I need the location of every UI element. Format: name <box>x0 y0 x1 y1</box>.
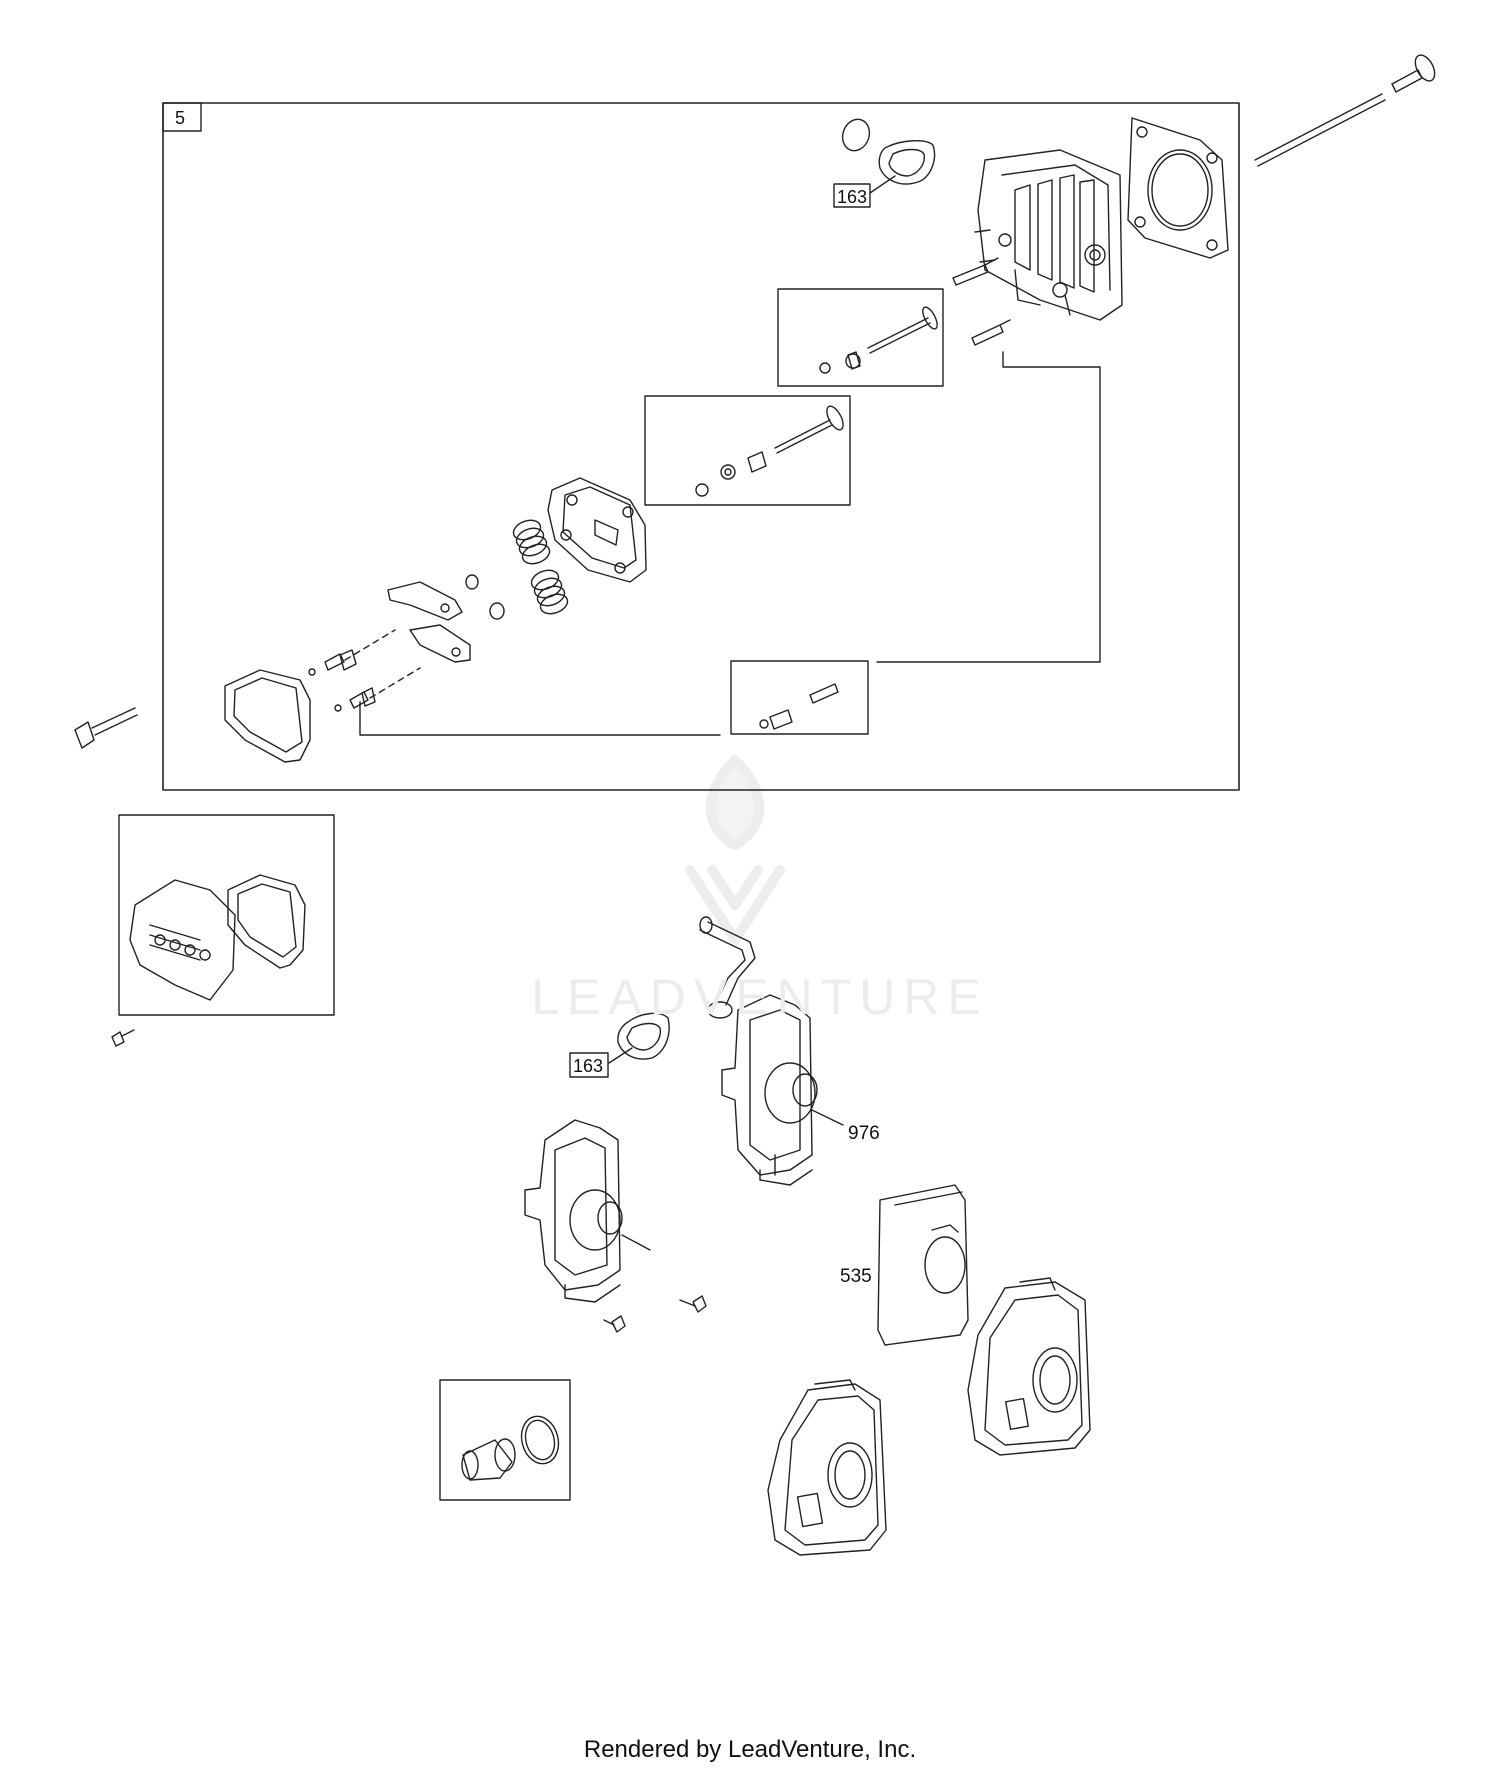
callout-box-163-top <box>833 183 871 208</box>
dash-line <box>369 667 421 699</box>
valve-guide <box>952 257 1011 346</box>
rocker-arm <box>387 581 471 663</box>
spring-retainer <box>465 574 505 620</box>
footer-credit: Rendered by LeadVenture, Inc. <box>583 1736 917 1763</box>
callout-163-mid: 163 <box>573 1056 603 1076</box>
rocker-cover-kit-box <box>118 814 335 1016</box>
o-ring <box>841 118 871 152</box>
rocker-cover-gasket-kit <box>227 874 306 969</box>
callout-976: 976 <box>848 1123 880 1144</box>
pushrod-guide-pair <box>759 683 839 730</box>
valve-box-mid <box>644 395 851 506</box>
intake-valve <box>695 405 844 497</box>
air-cleaner-cover-lower <box>767 1379 887 1556</box>
valve-box-upper <box>777 288 944 387</box>
callout-163-top: 163 <box>837 187 867 207</box>
intake-gasket-mid <box>617 1012 670 1060</box>
watermark-logo <box>685 755 785 945</box>
leader-base-lower <box>621 1234 651 1251</box>
head-gasket <box>1127 117 1229 259</box>
callout-535: 535 <box>840 1266 872 1287</box>
air-cleaner-cover-upper <box>967 1277 1091 1456</box>
leader-163-mid <box>608 1047 633 1064</box>
head-bolt-long <box>1254 54 1436 167</box>
air-cleaner-base-976 <box>721 994 818 1186</box>
cylinder-head <box>974 149 1123 321</box>
hose-clamp <box>520 1415 560 1465</box>
callout-box-163-mid <box>569 1052 609 1078</box>
connector-line-bottom <box>359 701 721 736</box>
cover-bolt <box>74 707 138 749</box>
pre-cleaner-kit-box <box>439 1379 571 1501</box>
assembly-label: 5 <box>175 108 185 128</box>
leader-976 <box>811 1109 844 1126</box>
assembly-frame <box>162 102 1240 791</box>
exhaust-valve <box>819 306 938 374</box>
dash-line <box>344 629 396 661</box>
valve-spring <box>512 519 569 615</box>
intake-gasket-top <box>878 140 936 185</box>
rocker-cover <box>129 879 236 1001</box>
leader-163-top <box>869 175 896 194</box>
pre-cleaner-cup <box>461 1438 516 1481</box>
connector-line-right <box>876 351 1101 663</box>
assembly-label-box <box>162 102 202 132</box>
watermark-text: LEADVENTURE <box>531 969 989 1025</box>
rocker-box <box>547 477 647 583</box>
rocker-cover-gasket <box>224 669 311 763</box>
rocker-stud <box>308 649 376 712</box>
air-filter-535 <box>877 1184 969 1346</box>
base-screw <box>603 1295 707 1333</box>
valve-box-lower <box>730 660 869 735</box>
breather-tube <box>699 916 756 1019</box>
air-cleaner-base-lower <box>524 1119 623 1303</box>
small-bolt <box>111 1029 135 1047</box>
